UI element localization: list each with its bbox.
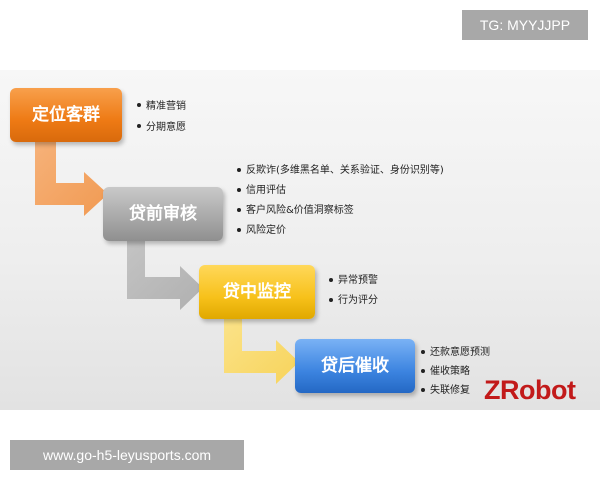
bullet-list-target-customers: 精准营销 分期意愿 — [136, 96, 186, 138]
stage-box-pre-loan-review: 贷前审核 — [103, 187, 223, 241]
bullet-list-pre-loan-review: 反欺诈(多维黑名单、关系验证、身份识别等) 信用评估 客户风险&价值洞察标签 风… — [236, 161, 444, 241]
bullet-item: 分期意愿 — [136, 117, 186, 138]
bullet-item: 行为评分 — [328, 291, 378, 311]
bullet-list-in-loan-monitoring: 异常预警 行为评分 — [328, 271, 378, 311]
tg-badge: TG: MYYJJPP — [462, 10, 588, 40]
zrobot-logo: ZRobot — [484, 375, 576, 405]
arrow-yellow — [224, 317, 299, 384]
bullet-list-post-loan-collection: 还款意愿预测 催收策略 失联修复 — [420, 343, 490, 400]
bullet-item: 异常预警 — [328, 271, 378, 291]
url-badge: www.go-h5-leyusports.com — [10, 440, 244, 470]
bullet-item: 精准营销 — [136, 96, 186, 117]
flow-arrows — [35, 140, 299, 384]
arrow-grey — [127, 239, 203, 310]
flow-diagram: 定位客群 贷前审核 贷中监控 贷后催收 精准营销 分期意愿 反欺诈(多维黑名单、… — [0, 70, 600, 410]
arrow-orange — [35, 140, 108, 216]
stage-box-post-loan-collection: 贷后催收 — [295, 339, 415, 393]
bullet-item: 还款意愿预测 — [420, 343, 490, 362]
bullet-item: 风险定价 — [236, 221, 444, 241]
bullet-item: 失联修复 — [420, 381, 490, 400]
bullet-item: 客户风险&价值洞察标签 — [236, 201, 444, 221]
bullet-item: 反欺诈(多维黑名单、关系验证、身份识别等) — [236, 161, 444, 181]
stage-box-target-customers: 定位客群 — [10, 88, 122, 142]
bullet-item: 催收策略 — [420, 362, 490, 381]
stage-box-in-loan-monitoring: 贷中监控 — [199, 265, 315, 319]
bullet-item: 信用评估 — [236, 181, 444, 201]
